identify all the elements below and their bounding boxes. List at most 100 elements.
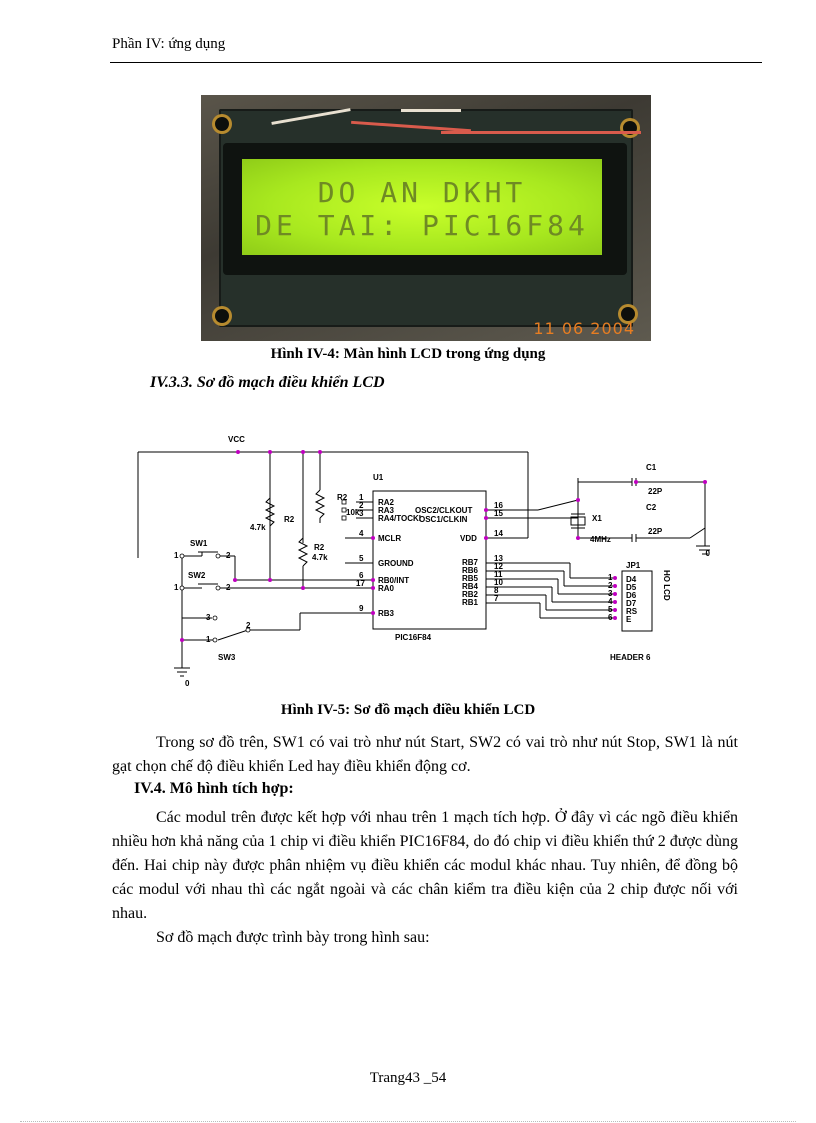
header-pin-name: D7 [626,599,637,608]
header-pin-number: 2 [608,581,613,590]
mounting-hole [215,117,229,131]
pin-number: 6 [359,571,364,580]
pin-name: RA3 [378,506,395,515]
mounting-hole [621,307,635,321]
c1-value: 22P [648,487,663,496]
sw3-label: SW3 [218,653,236,662]
pin-name: RB4 [462,582,479,591]
r2d-value: 10k [346,508,360,517]
section-title: IV.3.3. Sơ đồ mạch điều khiển LCD [150,374,385,391]
pin-number: 10 [494,578,503,587]
header-pin-name: D5 [626,583,637,592]
r2a-value: 4.7k [250,523,266,532]
pin-name: OSC2/CLKOUT [415,506,472,515]
figure-caption-2: Hình IV-5: Sơ đồ mạch điều khiển LCD [0,702,816,719]
pin-number: 17 [356,579,365,588]
lcd-screen: DO AN DKHT DE TAI: PIC16F84 [242,159,602,255]
pin-number: 8 [494,586,499,595]
red-wire [441,131,641,134]
sw-pin: 2 [246,621,251,630]
paragraph-text: Trong sơ đồ trên, SW1 có vai trò như nút… [112,734,738,775]
pin-name: RB5 [462,574,479,583]
sw-pin: 1 [174,551,179,560]
section-heading: IV.4. Mô hình tích hợp: [134,780,294,797]
pin-name: RB1 [462,598,479,607]
pin-name: RB0/INT [378,576,409,585]
header-rule [110,62,762,63]
pin-number: 4 [359,529,364,538]
pin-number: 1 [359,493,364,502]
bottom-rule [20,1121,796,1122]
page-header: Phần IV: ứng dụng [112,36,226,52]
sw1-label: SW1 [190,539,208,548]
pin-name: RB7 [462,558,479,567]
ground-label: 0 [185,679,190,688]
header-pin-number: 5 [608,605,613,614]
date-stamp: 11 06 2004 [533,319,635,338]
vcc-label: VCC [228,435,245,444]
pin-number: 16 [494,501,503,510]
sw-pin: 2 [226,583,231,592]
figure-label: Hình IV-4: [270,346,340,362]
figure-caption-1: Hình IV-4: Màn hình LCD trong ứng dụng [0,346,816,363]
pin-number: 13 [494,554,503,563]
x1-label: X1 [592,514,602,523]
pin-number: 7 [494,594,499,603]
r2c-value: 4.7k [312,553,328,562]
r2d-label: R2 [337,493,348,502]
mounting-hole [215,309,229,323]
header-side-label: HO LCD [662,570,671,601]
lcd-schematic: VCC U1 R2 4.7k R2 4.7k R2 10k SW1 SW2 SW… [137,435,710,688]
sw-pin: 1 [206,635,211,644]
ground-label: 0 [706,549,710,558]
paragraph-1: Trong sơ đồ trên, SW1 có vai trò như nút… [112,731,738,779]
header-pin-name: RS [626,607,638,616]
lcd-line-1: DO AN DKHT [317,176,527,209]
chip-name: PIC16F84 [395,633,432,642]
pin-name: VDD [460,534,477,543]
lcd-line-2: DE TAI: PIC16F84 [255,209,589,242]
figure-label: Hình IV-5: [280,702,351,718]
jp1-label: JP1 [626,561,641,570]
header-pin-number: 1 [608,573,613,582]
u1-label: U1 [373,473,384,482]
pin-number: 3 [359,509,364,518]
pin-name: RB3 [378,609,395,618]
header-pin-number: 4 [608,597,613,606]
c2-label: C2 [646,503,657,512]
lcd-photo: DO AN DKHT DE TAI: PIC16F84 11 06 2004 [201,95,651,341]
pin-name: RA2 [378,498,395,507]
c2-value: 22P [648,527,663,536]
pin-name: GROUND [378,559,414,568]
pin-name: RA0 [378,584,395,593]
pin-number: 11 [494,570,503,579]
paragraph-text: Sơ đồ mạch được trình bày trong hình sau… [156,929,430,946]
sw-pin: 3 [206,613,211,622]
sw2-label: SW2 [188,571,206,580]
r2a-label: R2 [284,515,295,524]
pin-number: 9 [359,604,364,613]
pin-number: 14 [494,529,503,538]
page-footer: Trang43 _54 [369,1070,447,1086]
header-pin-name: D6 [626,591,637,600]
ribbon-wire [401,109,461,112]
header-pin-number: 6 [608,613,613,622]
pin-name: RB2 [462,590,479,599]
pin-number: 12 [494,562,503,571]
figure-text: Sơ đồ mạch điều khiển LCD [350,702,536,718]
sw-pin: 2 [226,551,231,560]
pin-number: 15 [494,509,503,518]
paragraph-text: Các modul trên được kết hợp với nhau trê… [112,809,738,922]
pin-name: RA4/TOCKI [378,514,421,523]
pin-number: 2 [359,501,364,510]
c1-label: C1 [646,463,657,472]
header-pin-number: 3 [608,589,613,598]
paragraph-2: Các modul trên được kết hợp với nhau trê… [112,806,738,926]
header-pin-name: E [626,615,632,624]
header-name: HEADER 6 [610,653,651,662]
x1-value: 4MHz [590,535,611,544]
paragraph-3: Sơ đồ mạch được trình bày trong hình sau… [112,926,738,950]
pin-name: MCLR [378,534,401,543]
pin-name: RB6 [462,566,479,575]
figure-text: Màn hình LCD trong ứng dụng [339,346,546,362]
